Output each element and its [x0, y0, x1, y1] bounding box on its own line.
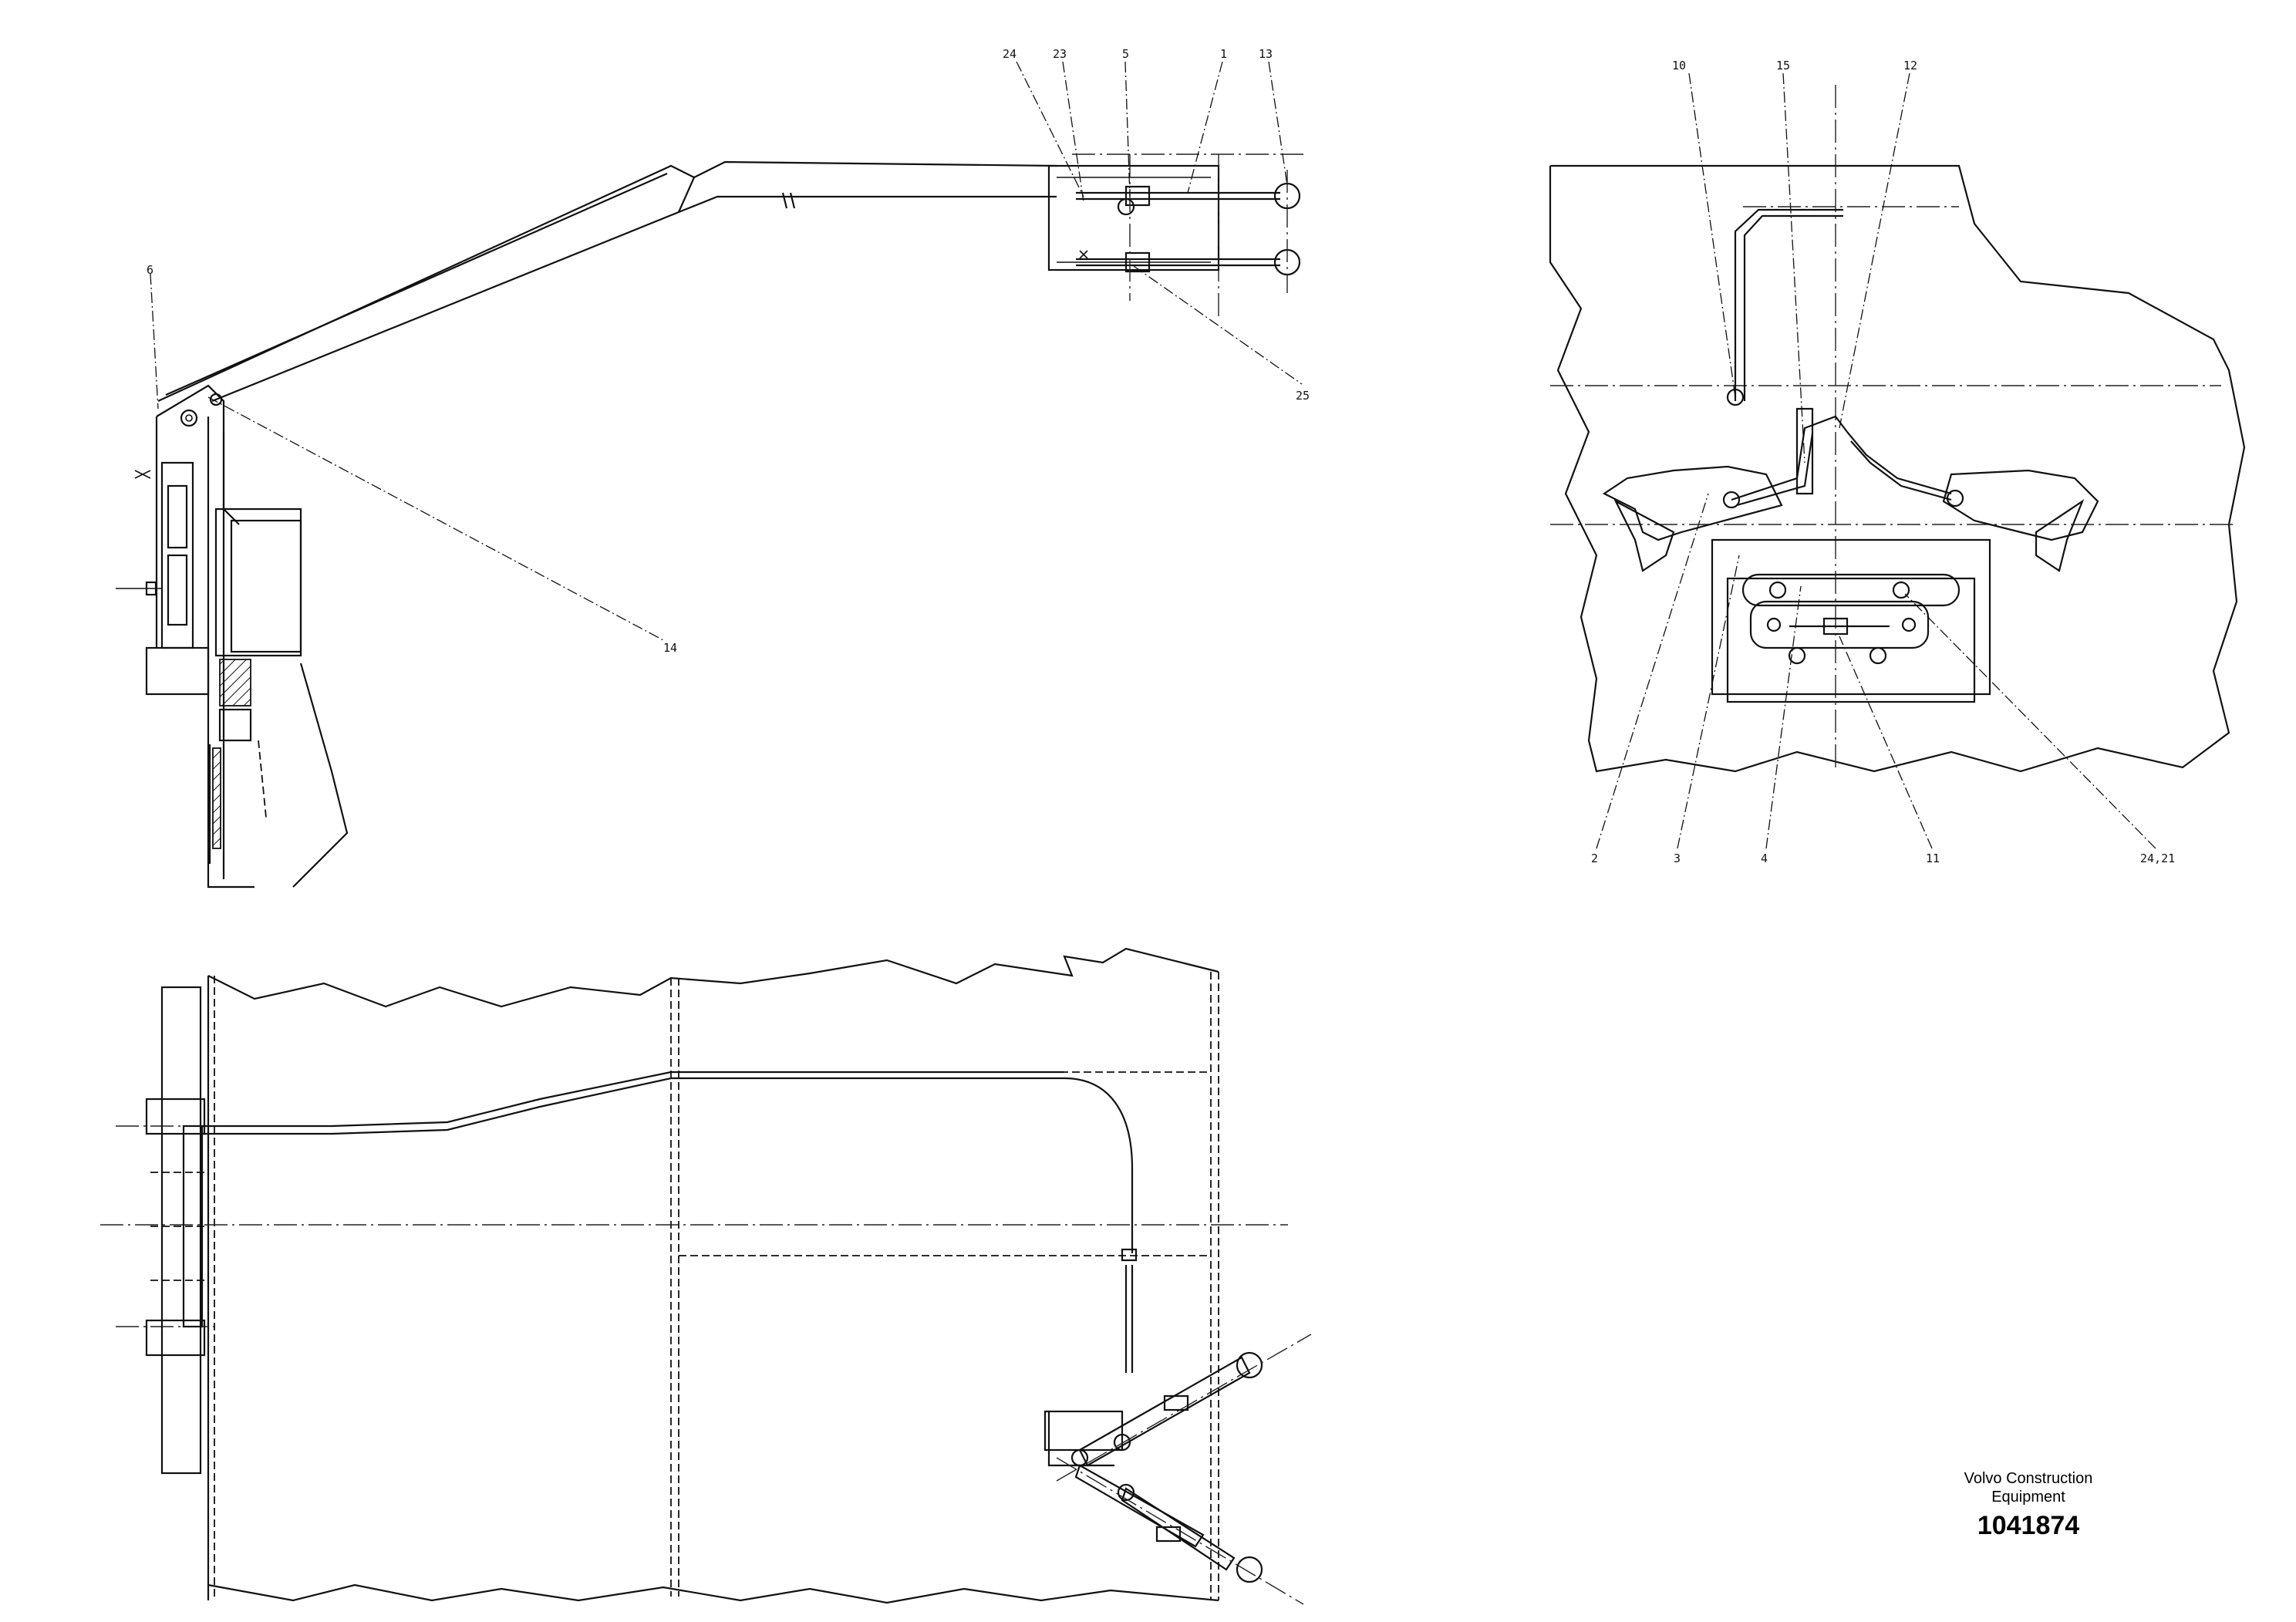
- top-view: 10 15 12 2 3 4 11 24,21: [1549, 59, 2246, 865]
- drawing-number: 1041874: [1977, 1511, 2080, 1540]
- title-block: Volvo Construction Equipment 1041874: [1905, 1469, 2152, 1541]
- plan-view: [100, 947, 1312, 1605]
- callout-13: 13: [1259, 47, 1273, 61]
- side-view: 24 23 5 1 13 6 25 14: [116, 47, 1310, 889]
- callout-15: 15: [1776, 59, 1790, 73]
- callout-5: 5: [1122, 47, 1129, 61]
- bracket-assembly: [116, 384, 240, 649]
- callout-25: 25: [1296, 389, 1310, 403]
- callout-14: 14: [663, 641, 677, 655]
- frame-plate: [145, 416, 349, 889]
- callout-10: 10: [1672, 59, 1686, 73]
- plan-lever-assembly: [1043, 1334, 1312, 1605]
- side-view-leaders: [150, 61, 1303, 641]
- callout-6: 6: [147, 263, 153, 277]
- callout-2: 2: [1591, 851, 1598, 865]
- company-name-line1: Volvo Construction: [1964, 1470, 2093, 1487]
- callout-12: 12: [1903, 59, 1917, 73]
- callout-11: 11: [1926, 851, 1940, 865]
- callout-24: 24: [1003, 47, 1017, 61]
- company-name-line2: Equipment: [1991, 1489, 2065, 1506]
- control-cable-side: [157, 153, 1303, 403]
- callout-23: 23: [1053, 47, 1067, 61]
- callout-24-21: 24,21: [2140, 851, 2175, 865]
- callout-3: 3: [1674, 851, 1681, 865]
- callout-4: 4: [1761, 851, 1768, 865]
- callout-1: 1: [1220, 47, 1227, 61]
